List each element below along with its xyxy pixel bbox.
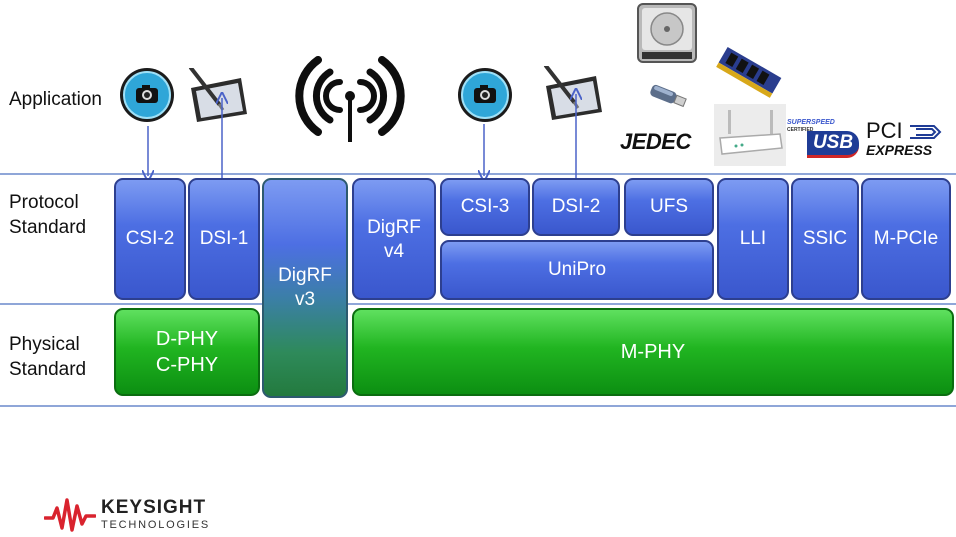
block-unipro: UniPro (440, 240, 714, 300)
block-d-phy-c-phy: D-PHY C-PHY (114, 308, 260, 396)
block-csi-2: CSI-2 (114, 178, 186, 300)
row-label-physical-line1: Physical (9, 334, 80, 355)
keysight-technologies: TECHNOLOGIES (101, 519, 211, 531)
dphy-line: D-PHY (155, 328, 219, 350)
cphy-line: C-PHY (155, 354, 219, 376)
keysight-name: KEYSIGHT (101, 497, 207, 518)
row-label-application: Application (9, 89, 102, 110)
usb-logo-main: USB (807, 131, 859, 158)
memory-module-icon (712, 43, 786, 101)
row-label-protocol-line1: Protocol (9, 192, 79, 213)
connector-arrows (0, 0, 956, 200)
row-label-physical-line2: Standard (9, 359, 87, 380)
camera-icon (458, 68, 512, 122)
block-digrf-v4: DigRF v4 (352, 178, 436, 300)
usb-logo-certified: CERTIFIED (787, 127, 814, 133)
digrf-v4-line1: DigRF (367, 217, 421, 238)
row-label-physical-standard: Physical Standard (9, 332, 86, 382)
block-dsi-1: DSI-1 (188, 178, 260, 300)
pci-text: PCI (866, 118, 903, 143)
wireless-antenna-icon (295, 56, 405, 142)
hard-drive-icon (637, 3, 697, 63)
block-ufs: UFS (624, 178, 714, 236)
block-lli: LLI (717, 178, 789, 300)
block-m-pcie: M-PCIe (861, 178, 951, 300)
block-m-phy: M-PHY (352, 308, 954, 396)
divider-protocol-physical (0, 303, 956, 305)
usb-logo: SUPERSPEED CERTIFIED USB (787, 119, 863, 161)
row-label-protocol-standard: Protocol Standard (9, 190, 86, 240)
row-label-protocol-line2: Standard (9, 217, 87, 238)
pci-express-logo: PCI EXPRESS (866, 120, 954, 164)
block-dsi-2: DSI-2 (532, 178, 620, 236)
camera-icon (120, 68, 174, 122)
keysight-wave-icon (44, 498, 96, 532)
block-csi-3: CSI-3 (440, 178, 530, 236)
router-icon (714, 104, 786, 166)
digrf-v4-line2: v4 (383, 241, 405, 262)
usb-stick-icon (650, 84, 687, 108)
pci-arrow-icon (910, 125, 942, 139)
digrf-v3-line1: DigRF (278, 265, 332, 286)
express-text: EXPRESS (866, 142, 933, 158)
usb-logo-top: SUPERSPEED (787, 119, 835, 126)
block-ssic: SSIC (791, 178, 859, 300)
block-digrf-v3: DigRF v3 (262, 178, 348, 398)
divider-physical-bottom (0, 405, 956, 407)
keysight-logo-text: KEYSIGHT TECHNOLOGIES (101, 498, 210, 532)
digrf-v3-line2: v3 (294, 289, 316, 310)
jedec-logo: JEDEC (620, 129, 691, 154)
